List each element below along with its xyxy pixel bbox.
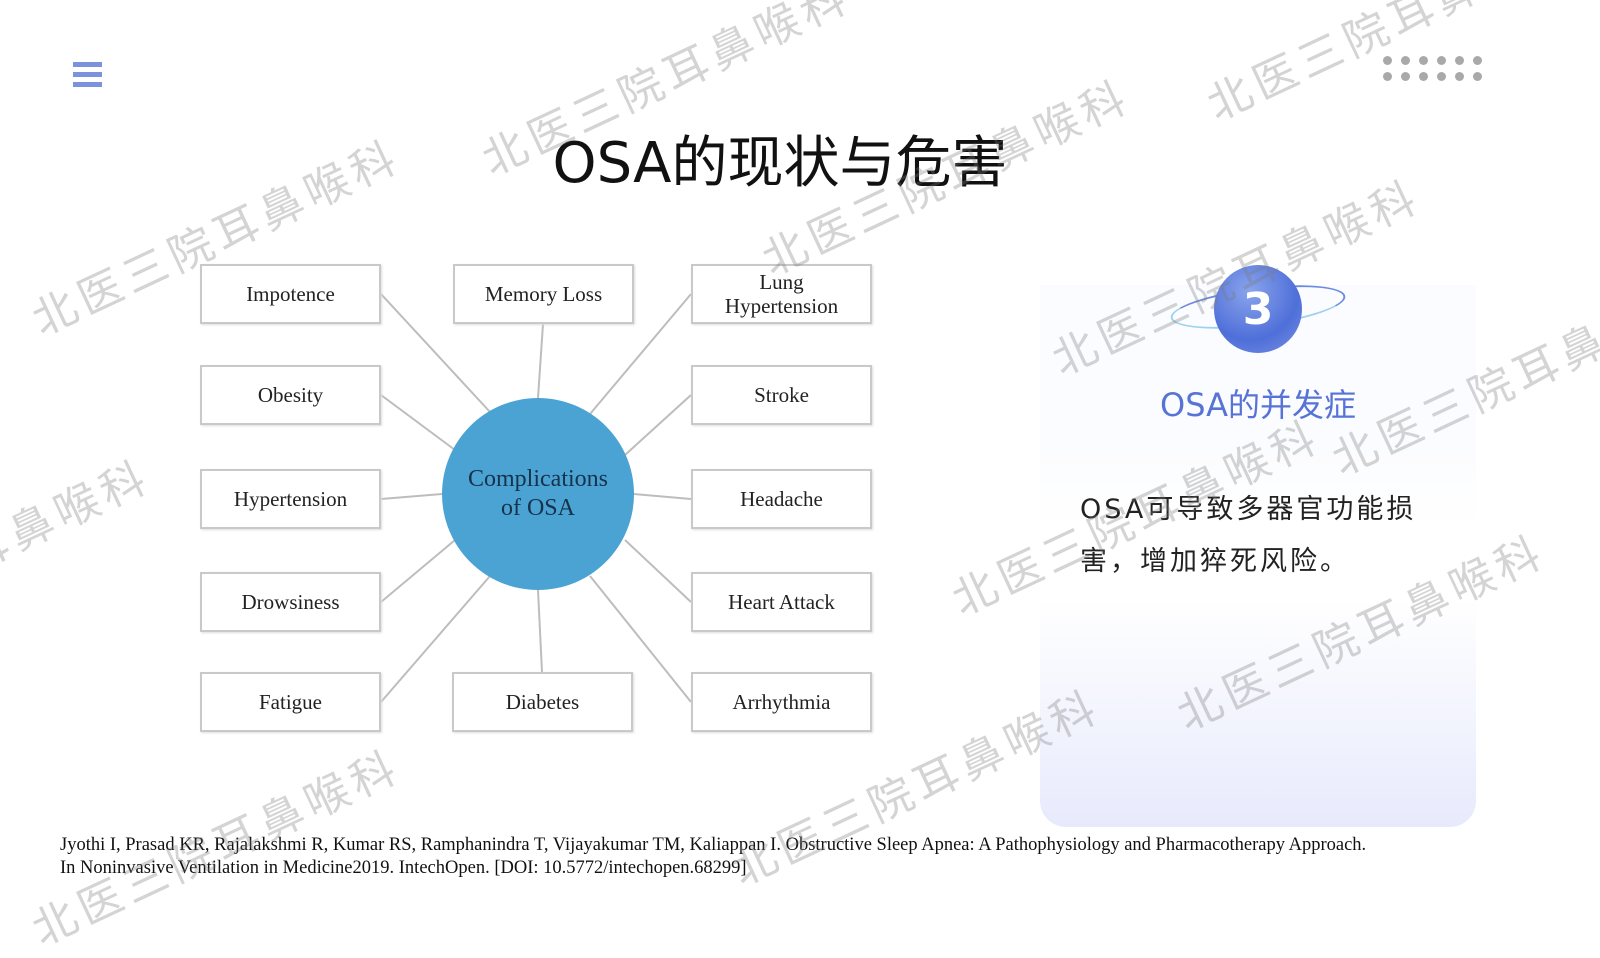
dots-decoration [1383,56,1482,81]
box-hypertension: Hypertension [200,469,381,529]
card-subtitle: OSA的并发症 [1160,386,1356,424]
box-drowsiness: Drowsiness [200,572,381,632]
center-circle: Complications of OSA [442,398,634,590]
card-body: OSA可导致多器官功能损害，增加猝死风险。 [1080,494,1417,577]
section-number-badge: 3 [1214,265,1302,353]
box-diabetes: Diabetes [452,672,633,732]
reference-line-2: In Noninvasive Ventilation in Medicine20… [60,858,747,878]
box-heart-attack: Heart Attack [691,572,872,632]
page-title: OSA的现状与危害 [552,131,1008,196]
box-impotence: Impotence [200,264,381,324]
box-memory-loss: Memory Loss [453,264,634,324]
box-fatigue: Fatigue [200,672,381,732]
menu-icon[interactable] [73,62,102,92]
info-card [1040,285,1476,827]
connector-lines [380,293,692,703]
box-lung-hypertension: Lung Hypertension [691,264,872,324]
reference-line-1: Jyothi I, Prasad KR, Rajalakshmi R, Kuma… [60,835,1367,855]
box-stroke: Stroke [691,365,872,425]
complications-diagram: Impotence Memory Loss Lung Hypertension … [0,0,900,800]
reference: Jyothi I, Prasad KR, Rajalakshmi R, Kuma… [60,834,1366,880]
box-headache: Headache [691,469,872,529]
box-obesity: Obesity [200,365,381,425]
box-arrhythmia: Arrhythmia [691,672,872,732]
